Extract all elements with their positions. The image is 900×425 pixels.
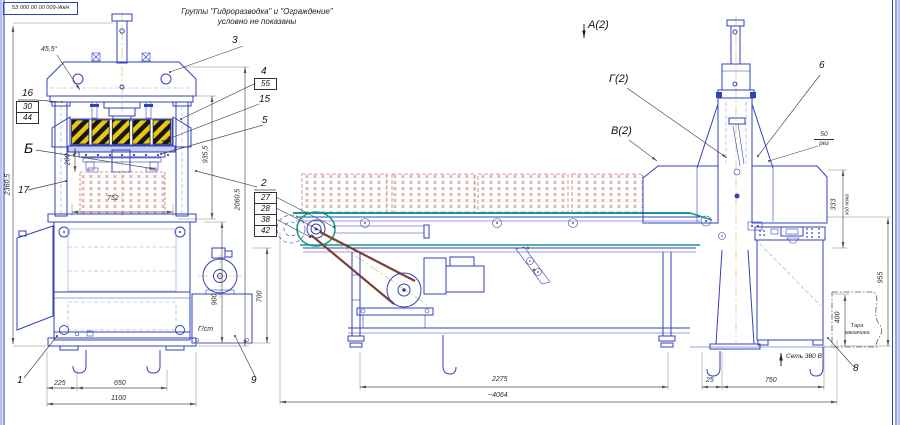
callout-box-55: 55 [254, 78, 277, 90]
dim-955: 955 [877, 271, 885, 284]
tara-label-line2: заказчика [844, 330, 870, 336]
cut-rate-fraction: 50 рез [814, 131, 834, 147]
callout-16: 16 [22, 88, 34, 99]
dim-4064: ~4064 [488, 392, 508, 399]
view-label-v2: В(2) [611, 125, 632, 137]
dim-2360-5: 2360,5 [4, 173, 12, 196]
knife-stroke-note: ход ножа [844, 193, 851, 216]
callout-6: 6 [819, 60, 825, 71]
callout-8: 8 [853, 363, 859, 374]
dim-200: 200 [64, 153, 72, 166]
tara-label-line1: Тара [850, 323, 864, 329]
callout-box-44: 44 [16, 112, 39, 124]
callout-box-42: 42 [254, 225, 277, 237]
dim-225: 225 [54, 380, 66, 387]
callout-15: 15 [259, 94, 271, 105]
material-slabs [301, 173, 644, 214]
callout-3: 3 [232, 35, 238, 46]
title-block-code: 5З 000 00 00 009-ЖкН [3, 2, 78, 15]
side-view-press [642, 16, 883, 377]
dim-935-5: 935,5 [202, 145, 210, 164]
dim-650: 650 [114, 380, 126, 387]
callout-1: 1 [17, 375, 23, 386]
power-label: Сеть 380 В [786, 353, 822, 360]
dim-2060-5: 2060,5 [234, 188, 242, 211]
view-label-a2: А(2) [588, 19, 609, 31]
cut-rate-numerator: 50 [814, 131, 834, 140]
drawing-note-line1: Группы "Гидроразводка" и "Ограждение" [181, 7, 333, 16]
dim-752: 752 [107, 195, 119, 202]
cut-rate-denominator: рез [819, 140, 829, 147]
dim-900: 900 [211, 293, 219, 306]
drawing-note-line2: условно не показаны [217, 17, 297, 26]
view-label-g2: Г(2) [609, 73, 629, 85]
dim-750: 750 [765, 377, 777, 384]
callout-5: 5 [262, 115, 268, 126]
dim-25: 25 [706, 377, 714, 384]
dim-angle: 45,5° [41, 46, 58, 53]
dim-2275: 2275 [492, 376, 508, 383]
side-view-conveyor [276, 173, 713, 375]
callout-2: 2 [261, 178, 267, 189]
callout-9: 9 [251, 375, 257, 386]
section-label-b: Б [24, 140, 34, 156]
callout-17: 17 [18, 185, 30, 196]
dim-1100: 1100 [111, 395, 127, 402]
hydro-station-label: Г/ст [198, 326, 214, 333]
dim-700: 700 [256, 290, 264, 303]
dimension-lines [11, 22, 891, 407]
dim-333: 333 [830, 198, 838, 211]
callout-4: 4 [261, 66, 267, 77]
